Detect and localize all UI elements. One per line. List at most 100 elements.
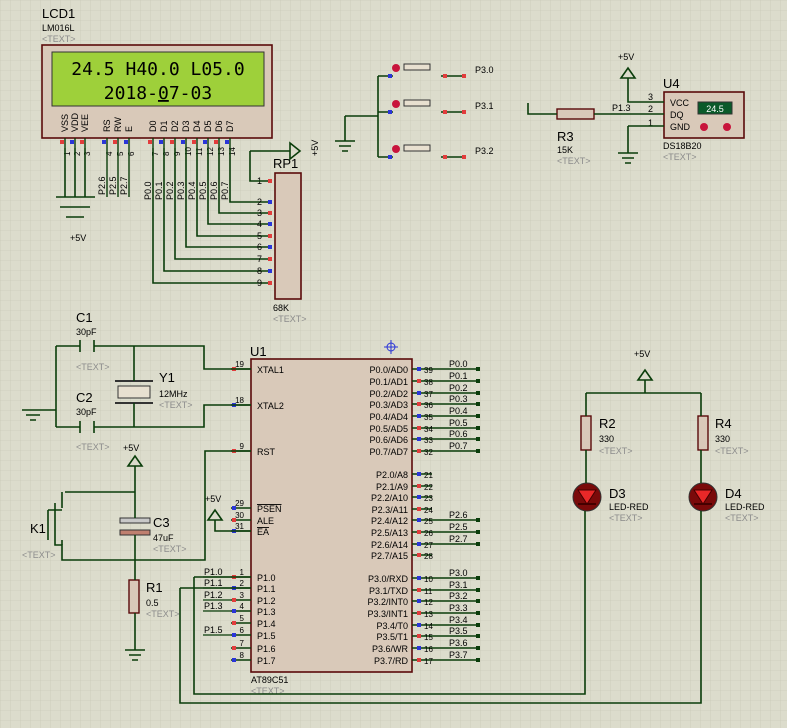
lcd-data-wire <box>163 148 268 272</box>
u1-right-pin-name: P0.7/AD7 <box>369 447 408 457</box>
u1-right-net-marker <box>476 518 480 522</box>
crystal-section[interactable]: C1 30pF <TEXT> C2 30pF <TEXT> Y1 12MHz <… <box>76 310 193 452</box>
u1-right-net-marker <box>476 379 480 383</box>
button-cap <box>403 144 431 152</box>
button-pin-marker <box>388 155 392 159</box>
u1-right-pin-number: 11 <box>424 587 433 596</box>
u1-right-net-marker <box>476 623 480 627</box>
ea-power-label: +5V <box>205 494 221 504</box>
u4-down-button[interactable] <box>700 123 708 131</box>
u1-left-pin-marker <box>232 609 236 613</box>
u1-left-pin-number: 30 <box>235 511 244 520</box>
lcd-rs-net: P2.6 <box>97 176 107 195</box>
u1-right-net-marker <box>476 391 480 395</box>
u1-right-pin-number: 26 <box>424 529 433 538</box>
u1-right-pin-number: 38 <box>424 378 433 387</box>
u1-right-net-marker <box>476 542 480 546</box>
u1-left-pin-number: 19 <box>235 360 244 369</box>
u1-left-pin-name: XTAL1 <box>257 365 284 375</box>
r3-body <box>556 108 595 120</box>
lcd-data-wire <box>174 148 268 260</box>
rp1-pin-marker <box>268 245 272 249</box>
d3-value: LED-RED <box>609 502 649 512</box>
button-knob[interactable] <box>392 64 400 72</box>
u1-left-pin-marker <box>232 658 236 662</box>
c1-text-tag: <TEXT> <box>76 362 110 372</box>
u1-right-pin-name: P2.4/A12 <box>371 516 408 526</box>
c2-value: 30pF <box>76 407 97 417</box>
u1-right-pin-name: P0.0/AD0 <box>369 365 408 375</box>
lcd-pin-marker <box>192 140 196 144</box>
u1-right-pin-marker <box>417 379 421 383</box>
push-buttons[interactable]: P3.0P3.1P3.2 <box>378 63 494 159</box>
u1-left-pin-number: 5 <box>240 614 245 623</box>
rp1-pin-marker <box>268 211 272 215</box>
button-net-label: P3.1 <box>475 101 494 111</box>
u1-right-pin-marker <box>417 658 421 662</box>
u1-right-pin-name: P2.6/A14 <box>371 540 408 550</box>
rp1-pin-marker <box>268 222 272 226</box>
u1-right-pin-number: 27 <box>424 541 433 550</box>
d4-led-triangle <box>693 489 713 505</box>
u1-left-net: P1.3 <box>204 601 223 611</box>
r2-ref: R2 <box>599 416 616 431</box>
u1-right-pin-name: P3.1/TXD <box>369 586 409 596</box>
u1-right-pin-marker <box>417 588 421 592</box>
u1-right-pin-name: P0.3/AD3 <box>369 400 408 410</box>
reset-section[interactable]: +5V K1 <TEXT> C3 47uF <TEXT> R1 0.5 <TEX… <box>22 443 221 619</box>
lcd-pin-number: 1 <box>63 151 72 156</box>
lcd-pin-marker <box>214 140 218 144</box>
u1-right-pin-name: P3.4/T0 <box>376 621 408 631</box>
r3-value: 15K <box>557 145 573 155</box>
rp1-pin-marker <box>268 257 272 261</box>
led-section[interactable]: +5V R2 330 <TEXT> R4 330 <TEXT> D3 LED-R… <box>572 349 765 523</box>
rp1-text-tag: <TEXT> <box>273 314 307 324</box>
u4-ref: U4 <box>663 76 680 91</box>
button-knob[interactable] <box>392 145 400 153</box>
lcd-pin-marker <box>203 140 207 144</box>
u4-ds18b20-component[interactable]: +5V U4 VCC DQ GND 3 2 1 24.5 DS18B20 <TE… <box>618 52 745 162</box>
u4-model: DS18B20 <box>663 141 702 151</box>
rp1-body <box>274 172 302 300</box>
rp1-ref: RP1 <box>273 156 298 171</box>
y1-text-tag: <TEXT> <box>159 400 193 410</box>
d4-ref: D4 <box>725 486 742 501</box>
d3-ref: D3 <box>609 486 626 501</box>
button-net-label: P3.0 <box>475 65 494 75</box>
button-knob[interactable] <box>392 100 400 108</box>
u1-right-pin-number: 32 <box>424 448 433 457</box>
u1-at89c51-component[interactable]: U1 AT89C51 <TEXT> 19XTAL118XTAL29RST29PS… <box>203 340 480 696</box>
lcd-pin-name: D3 <box>181 120 191 132</box>
u1-left-pin-marker <box>232 633 236 637</box>
c3-text-tag: <TEXT> <box>153 544 187 554</box>
lcd-pin-marker <box>102 140 106 144</box>
lcd-data-net: P0.3 <box>176 181 186 200</box>
lcd1-component[interactable]: LCD1 LM016L <TEXT> 24.5 H40.0 L05.0 2018… <box>41 6 273 284</box>
u1-right-pin-marker <box>417 449 421 453</box>
lcd-pin-number: 3 <box>83 151 92 156</box>
u1-right-pin-number: 33 <box>424 436 433 445</box>
u1-right-pin-marker <box>417 437 421 441</box>
u1-left-pin-name: P1.6 <box>257 644 276 654</box>
r4-body <box>697 415 709 451</box>
k1-ref: K1 <box>30 521 46 536</box>
lcd-pin-marker <box>225 140 229 144</box>
u1-right-net: P0.6 <box>449 429 468 439</box>
u1-right-pins: 39P0.0/AD0P0.038P0.1/AD1P0.137P0.2/AD2P0… <box>367 359 480 666</box>
u1-left-pin-number: 31 <box>235 522 244 531</box>
c3-plate-top <box>119 517 151 524</box>
u4-up-button[interactable] <box>723 123 731 131</box>
lcd-pin-name: D1 <box>159 120 169 132</box>
u1-right-pin-marker <box>417 599 421 603</box>
lcd-text-tag: <TEXT> <box>42 34 76 44</box>
r1-ref: R1 <box>146 580 163 595</box>
u1-left-net: P1.5 <box>204 625 223 635</box>
button-net-marker <box>462 110 466 114</box>
u1-right-pin-name: P3.3/INT1 <box>367 609 408 619</box>
rp1-pin-number: 9 <box>257 278 262 288</box>
lcd-line-1: 24.5 H40.0 L05.0 <box>71 59 244 80</box>
reset-power-label: +5V <box>123 443 139 453</box>
u1-left-pin-name: P1.1 <box>257 584 276 594</box>
